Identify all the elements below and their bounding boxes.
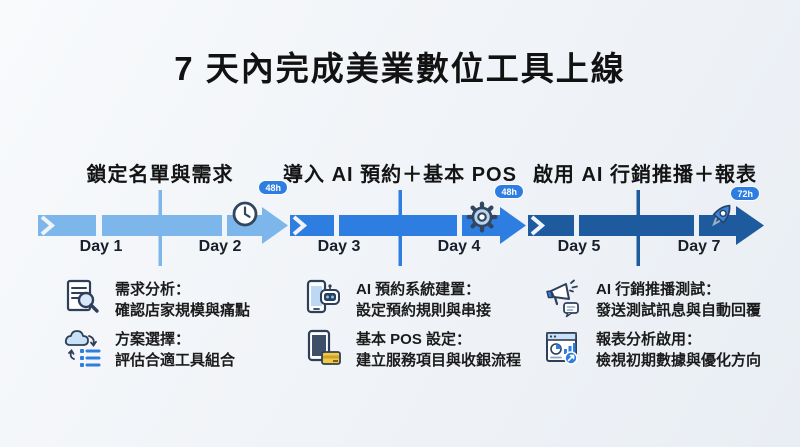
day-label-3: Day 3 [317,238,361,255]
day-label-2: Day 2 [198,238,242,255]
item-text: 報表分析啟用： 檢視初期數據與優化方向 [596,328,761,371]
day-label-7: Day 7 [677,238,721,255]
item-desc: 確認店家規模與痛點 [115,302,251,319]
item-text: 基本 POS 設定： 建立服務項目與收銀流程 [356,328,521,371]
megaphone-chat-icon [543,278,583,318]
badge-72h-pill: 72h [730,186,760,201]
badge-48h-pill: 48h [494,184,524,199]
list-item: AI 行銷推播測試： 發送測試訊息與自動回覆 [543,278,778,321]
item-label: 方案選擇： [115,331,191,348]
item-text: 方案選擇： 評估合適工具組合 [115,328,235,371]
phase-1-heading: 鎖定名單與需求 [86,164,234,186]
item-label: 報表分析啟用： [596,331,702,348]
badge-phase-2: 48h [466,184,524,233]
report-analytics-icon [543,328,583,368]
item-text: AI 預約系統建置： 設定預約規則與串接 [356,278,491,321]
phase-2-notch [292,215,308,236]
item-desc: 檢視初期數據與優化方向 [596,352,762,369]
item-desc: 評估合適工具組合 [115,352,236,369]
list-item: 報表分析啟用： 檢視初期數據與優化方向 [543,328,778,371]
item-text: AI 行銷推播測試： 發送測試訊息與自動回覆 [596,278,761,321]
item-label: AI 預約系統建置： [356,281,481,298]
day-label-1: Day 1 [79,238,123,255]
list-item: AI 預約系統建置： 設定預約規則與串接 [303,278,538,321]
item-label: AI 行銷推播測試： [596,281,721,298]
list-item: 方案選擇： 評估合適工具組合 [62,328,297,371]
item-label: 需求分析： [115,281,191,298]
phone-ai-bot-icon [303,278,343,318]
badge-48h-pill: 48h [258,180,288,195]
badge-phase-3: 72h [702,186,760,235]
item-desc: 建立服務項目與收銀流程 [356,352,522,369]
badge-phase-1: 48h [230,180,288,229]
item-label: 基本 POS 設定： [356,331,472,348]
gear-icon [466,201,498,233]
phase-2-heading: 導入 AI 預約＋基本 POS [283,164,517,186]
tablet-card-icon [303,328,343,368]
list-item: 需求分析： 確認店家規模與痛點 [62,278,297,321]
item-desc: 發送測試訊息與自動回覆 [596,302,762,319]
item-text: 需求分析： 確認店家規模與痛點 [115,278,250,321]
day-label-5: Day 5 [557,238,601,255]
phase-3-heading: 啟用 AI 行銷推播＋報表 [532,164,758,186]
cloud-options-list-icon [62,328,102,368]
phase-1-notch [40,215,56,236]
clock-icon [232,201,258,227]
timeline-arrows [38,190,764,266]
document-magnifier-icon [62,278,102,318]
page-title: 7 天內完成美業數位工具上線 [174,50,626,87]
phase-3-notch [530,215,546,236]
day-label-4: Day 4 [437,238,481,255]
phase-3-arrow [528,206,764,245]
list-item: 基本 POS 設定： 建立服務項目與收銀流程 [303,328,538,371]
item-desc: 設定預約規則與串接 [356,302,492,319]
rocket-icon [706,204,731,230]
